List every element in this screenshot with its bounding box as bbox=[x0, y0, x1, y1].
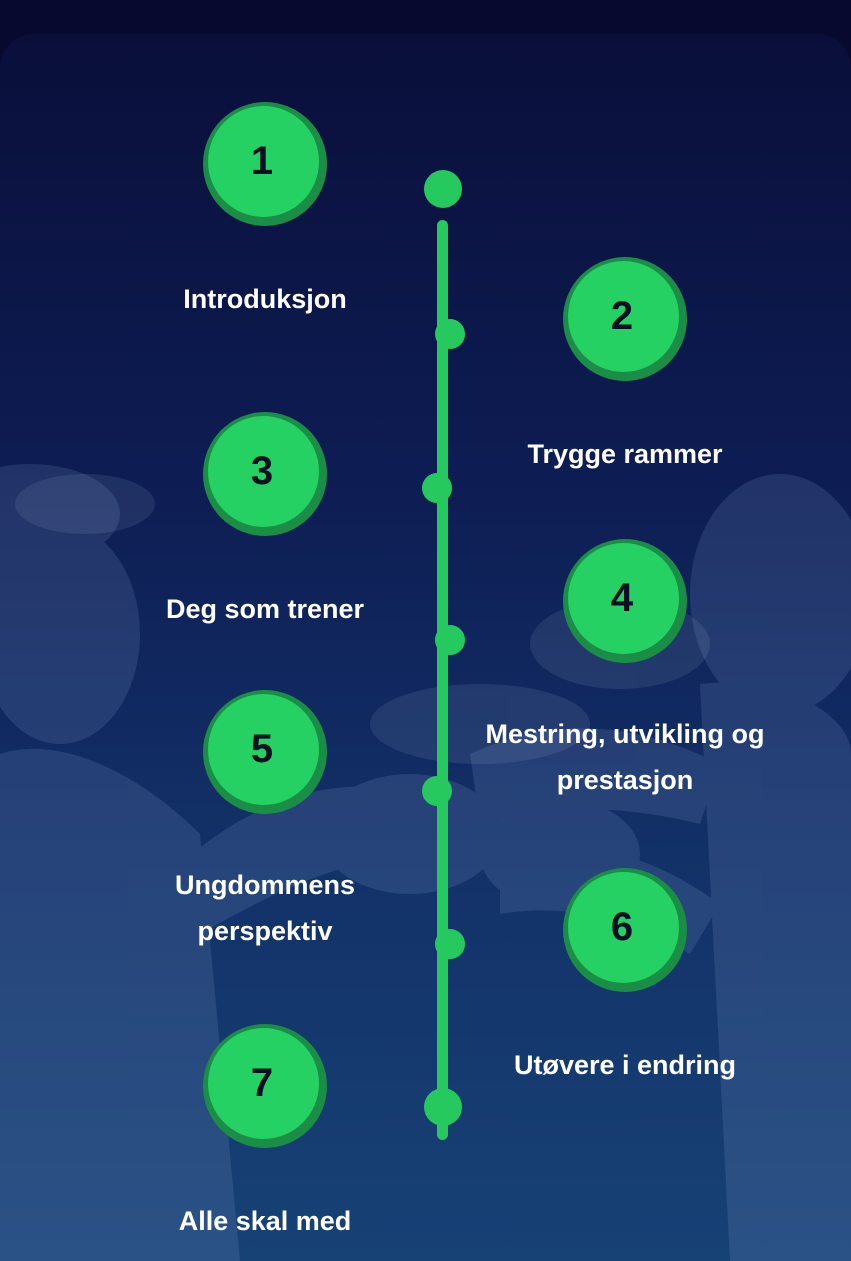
timeline-end-dot bbox=[424, 1088, 462, 1126]
step-number-badge: 3 bbox=[203, 412, 327, 536]
step-7[interactable]: 7 Alle skal med bbox=[145, 1024, 385, 1244]
step-4[interactable]: 4 Mestring, utvikling og prestasjon bbox=[485, 539, 765, 803]
step-label: Trygge rammer bbox=[527, 439, 723, 469]
timeline-node-6 bbox=[435, 929, 465, 959]
step-number: 4 bbox=[610, 575, 634, 620]
step-2[interactable]: 2 Trygge rammer bbox=[505, 257, 745, 477]
timeline-card: 1 Introduksjon 2 Trygge rammer 3 Deg som… bbox=[0, 34, 851, 1261]
step-number-badge: 7 bbox=[203, 1024, 327, 1148]
step-5[interactable]: 5 Ungdommens perspektiv bbox=[145, 690, 385, 954]
step-label: Ungdommens perspektiv bbox=[174, 870, 355, 946]
step-label: Utøvere i endring bbox=[513, 1050, 737, 1080]
step-number: 7 bbox=[250, 1060, 274, 1105]
step-number: 6 bbox=[610, 904, 634, 949]
step-number: 3 bbox=[250, 448, 274, 493]
step-number-badge: 4 bbox=[563, 539, 687, 663]
timeline-node-5 bbox=[422, 776, 452, 806]
step-1[interactable]: 1 Introduksjon bbox=[145, 102, 385, 322]
timeline-node-4 bbox=[435, 625, 465, 655]
step-number-badge: 5 bbox=[203, 690, 327, 814]
step-number: 1 bbox=[250, 138, 274, 183]
step-6[interactable]: 6 Utøvere i endring bbox=[505, 868, 745, 1088]
step-number: 5 bbox=[250, 726, 274, 771]
timeline-start-dot bbox=[424, 170, 462, 208]
step-number: 2 bbox=[610, 293, 634, 338]
step-label: Alle skal med bbox=[178, 1206, 352, 1236]
step-number-badge: 6 bbox=[563, 868, 687, 992]
timeline-line bbox=[437, 220, 448, 1140]
timeline-node-3 bbox=[422, 473, 452, 503]
step-number-badge: 1 bbox=[203, 102, 327, 226]
step-label: Deg som trener bbox=[165, 594, 365, 624]
step-label: Introduksjon bbox=[183, 284, 347, 314]
step-label: Mestring, utvikling og prestasjon bbox=[485, 719, 765, 795]
timeline-node-2 bbox=[435, 319, 465, 349]
step-number-badge: 2 bbox=[563, 257, 687, 381]
step-3[interactable]: 3 Deg som trener bbox=[145, 412, 385, 632]
